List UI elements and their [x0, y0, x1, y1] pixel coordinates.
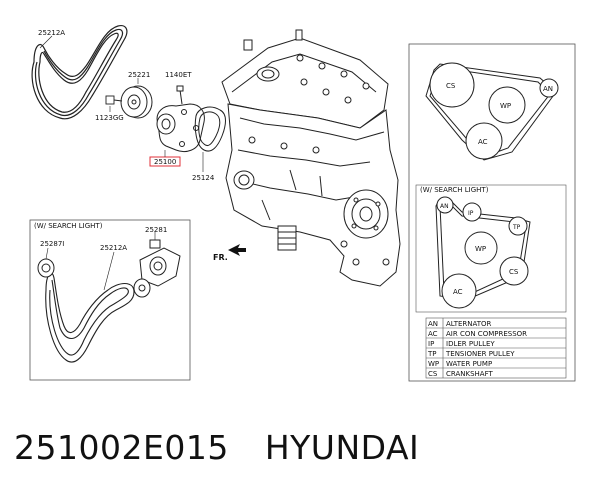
label-search-pulley: 25287I — [40, 240, 64, 248]
front-arrow-icon — [228, 244, 246, 256]
label-front: FR. — [213, 253, 228, 262]
pulley-label-an: AN — [543, 85, 553, 93]
tensioner-drawing — [133, 239, 181, 298]
idler-pulley-drawing — [120, 85, 153, 119]
caption: 251002E015 HYUNDAI — [14, 428, 455, 467]
legend-code-4: WP — [428, 360, 439, 368]
legend-desc-3: TENSIONER PULLEY — [445, 350, 515, 358]
search-pulley-label-ac: AC — [453, 288, 463, 296]
routing-top-drawing — [425, 62, 559, 161]
pulley-label-wp: WP — [500, 102, 511, 110]
search-pulley-label-ip: IP — [468, 210, 474, 217]
engine-block-drawing — [221, 29, 401, 287]
search-light-belt-drawing — [45, 272, 135, 363]
search-pulley-label-tp: TP — [512, 224, 521, 231]
search-light-left-title: (W/ SEARCH LIGHT) — [34, 222, 103, 230]
legend-code-1: AC — [428, 330, 438, 338]
label-bolt-left: 1123GG — [95, 114, 124, 122]
legend-code-3: TP — [427, 350, 437, 358]
search-light-left-box — [29, 219, 191, 381]
pulley-label-ac: AC — [478, 138, 488, 146]
legend-code-0: AN — [428, 320, 438, 328]
label-gasket: 25124 — [192, 174, 215, 182]
legend-table — [425, 317, 567, 379]
search-pulley-label-cs: CS — [509, 268, 519, 276]
main-belt-drawing — [31, 25, 128, 120]
routing-search-title: (W/ SEARCH LIGHT) — [420, 186, 489, 194]
label-search-tensioner: 25281 — [145, 226, 167, 234]
bolt-left-drawing — [105, 95, 123, 105]
label-search-belt: 25212A — [100, 244, 127, 252]
legend-desc-5: CRANKSHAFT — [446, 370, 493, 378]
routing-search-box — [415, 184, 567, 313]
search-light-pulley-drawing — [37, 258, 55, 278]
label-bolt-top: 1140ET — [165, 71, 192, 79]
label-belt-main: 25212A — [38, 29, 65, 37]
caption-part-number: 251002E015 — [14, 428, 229, 467]
belt-routing-box — [408, 43, 576, 382]
gasket-drawing — [194, 106, 226, 152]
label-idler: 25221 — [128, 71, 150, 79]
legend-desc-4: WATER PUMP — [446, 360, 492, 368]
legend-desc-1: AIR CON COMPRESSOR — [446, 330, 527, 338]
pulley-label-cs: CS — [446, 82, 456, 90]
search-pulley-label-wp: WP — [475, 245, 486, 253]
legend-code-2: IP — [428, 340, 434, 348]
label-pump[interactable]: 25100 — [154, 158, 176, 166]
legend-code-5: CS — [428, 370, 438, 378]
caption-brand: HYUNDAI — [264, 428, 420, 467]
legend-desc-2: IDLER PULLEY — [446, 340, 495, 348]
water-pump-drawing — [156, 85, 205, 153]
routing-search-drawing — [435, 196, 531, 309]
search-pulley-label-an: AN — [440, 203, 449, 210]
legend-desc-0: ALTERNATOR — [446, 320, 492, 328]
